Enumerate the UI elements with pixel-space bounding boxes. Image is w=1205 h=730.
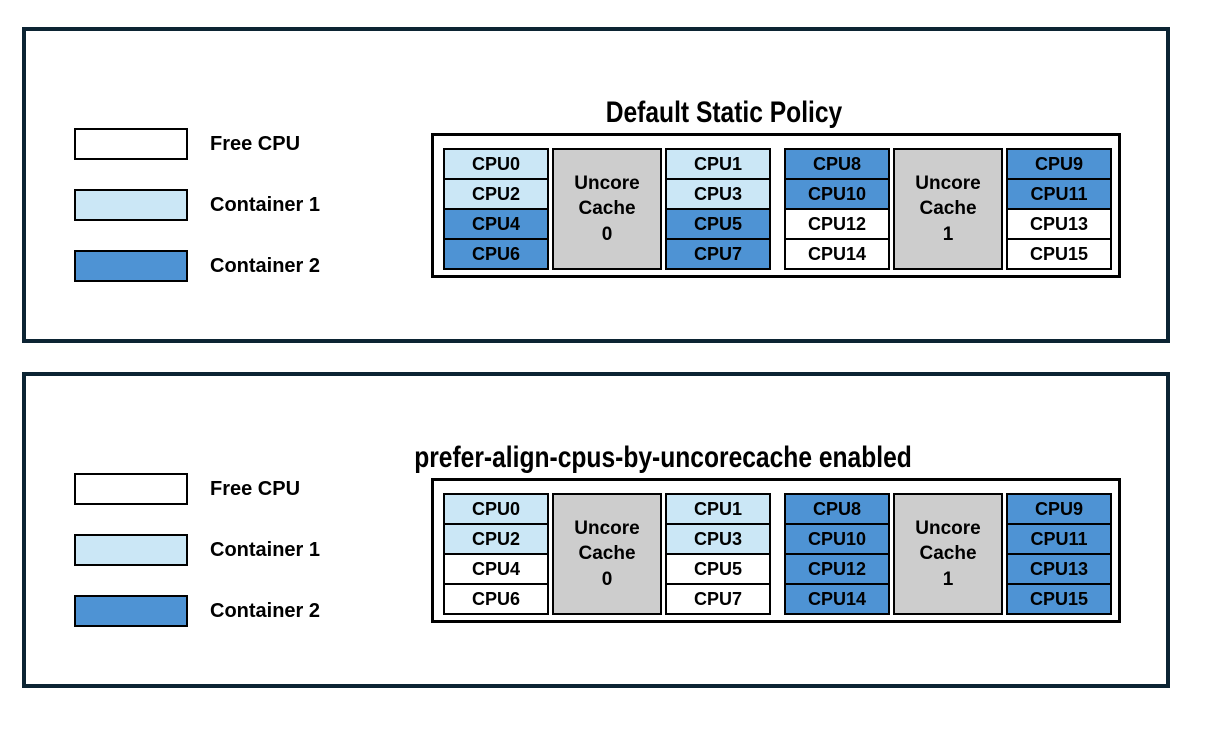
cpu-cell-cpu10: CPU10 (784, 178, 890, 210)
cpu-column-right: CPU1 CPU3 CPU5 CPU7 (665, 148, 771, 275)
legend-item-free-cpu: Free CPU (74, 128, 320, 160)
legend-label-free-cpu: Free CPU (210, 477, 301, 500)
legend-label-free-cpu: Free CPU (210, 132, 301, 155)
legend-swatch-container2 (74, 595, 188, 627)
legend: Free CPU Container 1 Container 2 (74, 473, 320, 656)
legend-label-container2: Container 2 (210, 254, 321, 277)
legend-label-container2: Container 2 (210, 599, 321, 622)
uncore-cache-0-block: Uncore Cache 0 (552, 148, 662, 270)
cpu-cell-cpu15: CPU15 (1006, 238, 1112, 270)
uncore-group-1: CPU8 CPU10 CPU12 CPU14 Uncore Cache 1 CP… (784, 148, 1112, 275)
cpu-column-left: CPU0 CPU2 CPU4 CPU6 (443, 148, 549, 275)
cpu-cell-cpu12: CPU12 (784, 208, 890, 240)
legend-swatch-container1 (74, 534, 188, 566)
cpu-cell-cpu13: CPU13 (1006, 553, 1112, 585)
cpu-cell-cpu10: CPU10 (784, 523, 890, 555)
cpu-cell-cpu7: CPU7 (665, 238, 771, 270)
panel-title: prefer-align-cpus-by-uncorecache enabled (414, 440, 912, 474)
panel-default-static-policy: Default Static Policy Free CPU Container… (22, 27, 1170, 343)
cpu-cell-cpu5: CPU5 (665, 208, 771, 240)
cpu-cell-cpu2: CPU2 (443, 178, 549, 210)
cpu-cell-cpu14: CPU14 (784, 238, 890, 270)
cpu-cell-cpu4: CPU4 (443, 208, 549, 240)
uncore-cache-0-block: Uncore Cache 0 (552, 493, 662, 615)
legend-label-container1: Container 1 (210, 193, 321, 216)
cpu-cell-cpu4: CPU4 (443, 553, 549, 585)
cpu-cell-cpu13: CPU13 (1006, 208, 1112, 240)
legend-swatch-container1 (74, 189, 188, 221)
cpu-cell-cpu11: CPU11 (1006, 178, 1112, 210)
cpu-cell-cpu11: CPU11 (1006, 523, 1112, 555)
panel-title: Default Static Policy (605, 95, 843, 129)
cpu-cell-cpu9: CPU9 (1006, 148, 1112, 180)
cpu-cell-cpu15: CPU15 (1006, 583, 1112, 615)
panel-prefer-align-uncorecache: prefer-align-cpus-by-uncorecache enabled… (22, 372, 1170, 688)
cpu-cell-cpu7: CPU7 (665, 583, 771, 615)
cpu-cell-cpu0: CPU0 (443, 493, 549, 525)
legend-item-container2: Container 2 (74, 250, 320, 282)
legend-item-container1: Container 1 (74, 534, 320, 566)
legend-swatch-free-cpu (74, 128, 188, 160)
socket-box: CPU0 CPU2 CPU4 CPU6 Uncore Cache 0 CPU1 … (431, 133, 1121, 278)
cpu-cell-cpu8: CPU8 (784, 493, 890, 525)
cpu-cell-cpu6: CPU6 (443, 583, 549, 615)
legend-swatch-container2 (74, 250, 188, 282)
socket-box: CPU0 CPU2 CPU4 CPU6 Uncore Cache 0 CPU1 … (431, 478, 1121, 623)
cpu-column-left: CPU8 CPU10 CPU12 CPU14 (784, 493, 890, 620)
cpu-cell-cpu1: CPU1 (665, 493, 771, 525)
cpu-column-left: CPU8 CPU10 CPU12 CPU14 (784, 148, 890, 275)
legend-item-container2: Container 2 (74, 595, 320, 627)
cpu-column-right: CPU9 CPU11 CPU13 CPU15 (1006, 493, 1112, 620)
cpu-cell-cpu2: CPU2 (443, 523, 549, 555)
cpu-cell-cpu6: CPU6 (443, 238, 549, 270)
legend-swatch-free-cpu (74, 473, 188, 505)
cpu-cell-cpu8: CPU8 (784, 148, 890, 180)
uncore-group-1: CPU8 CPU10 CPU12 CPU14 Uncore Cache 1 CP… (784, 493, 1112, 620)
cpu-column-left: CPU0 CPU2 CPU4 CPU6 (443, 493, 549, 620)
cpu-cell-cpu3: CPU3 (665, 523, 771, 555)
legend: Free CPU Container 1 Container 2 (74, 128, 320, 311)
uncore-cache-1-block: Uncore Cache 1 (893, 148, 1003, 270)
legend-label-container1: Container 1 (210, 538, 321, 561)
cpu-cell-cpu5: CPU5 (665, 553, 771, 585)
cpu-cell-cpu3: CPU3 (665, 178, 771, 210)
legend-item-container1: Container 1 (74, 189, 320, 221)
uncore-group-0: CPU0 CPU2 CPU4 CPU6 Uncore Cache 0 CPU1 … (443, 493, 771, 620)
cpu-column-right: CPU1 CPU3 CPU5 CPU7 (665, 493, 771, 620)
uncore-cache-1-block: Uncore Cache 1 (893, 493, 1003, 615)
cpu-column-right: CPU9 CPU11 CPU13 CPU15 (1006, 148, 1112, 275)
legend-item-free-cpu: Free CPU (74, 473, 320, 505)
cpu-cell-cpu1: CPU1 (665, 148, 771, 180)
uncore-group-0: CPU0 CPU2 CPU4 CPU6 Uncore Cache 0 CPU1 … (443, 148, 771, 275)
cpu-cell-cpu14: CPU14 (784, 583, 890, 615)
cpu-cell-cpu12: CPU12 (784, 553, 890, 585)
cpu-cell-cpu0: CPU0 (443, 148, 549, 180)
cpu-cell-cpu9: CPU9 (1006, 493, 1112, 525)
